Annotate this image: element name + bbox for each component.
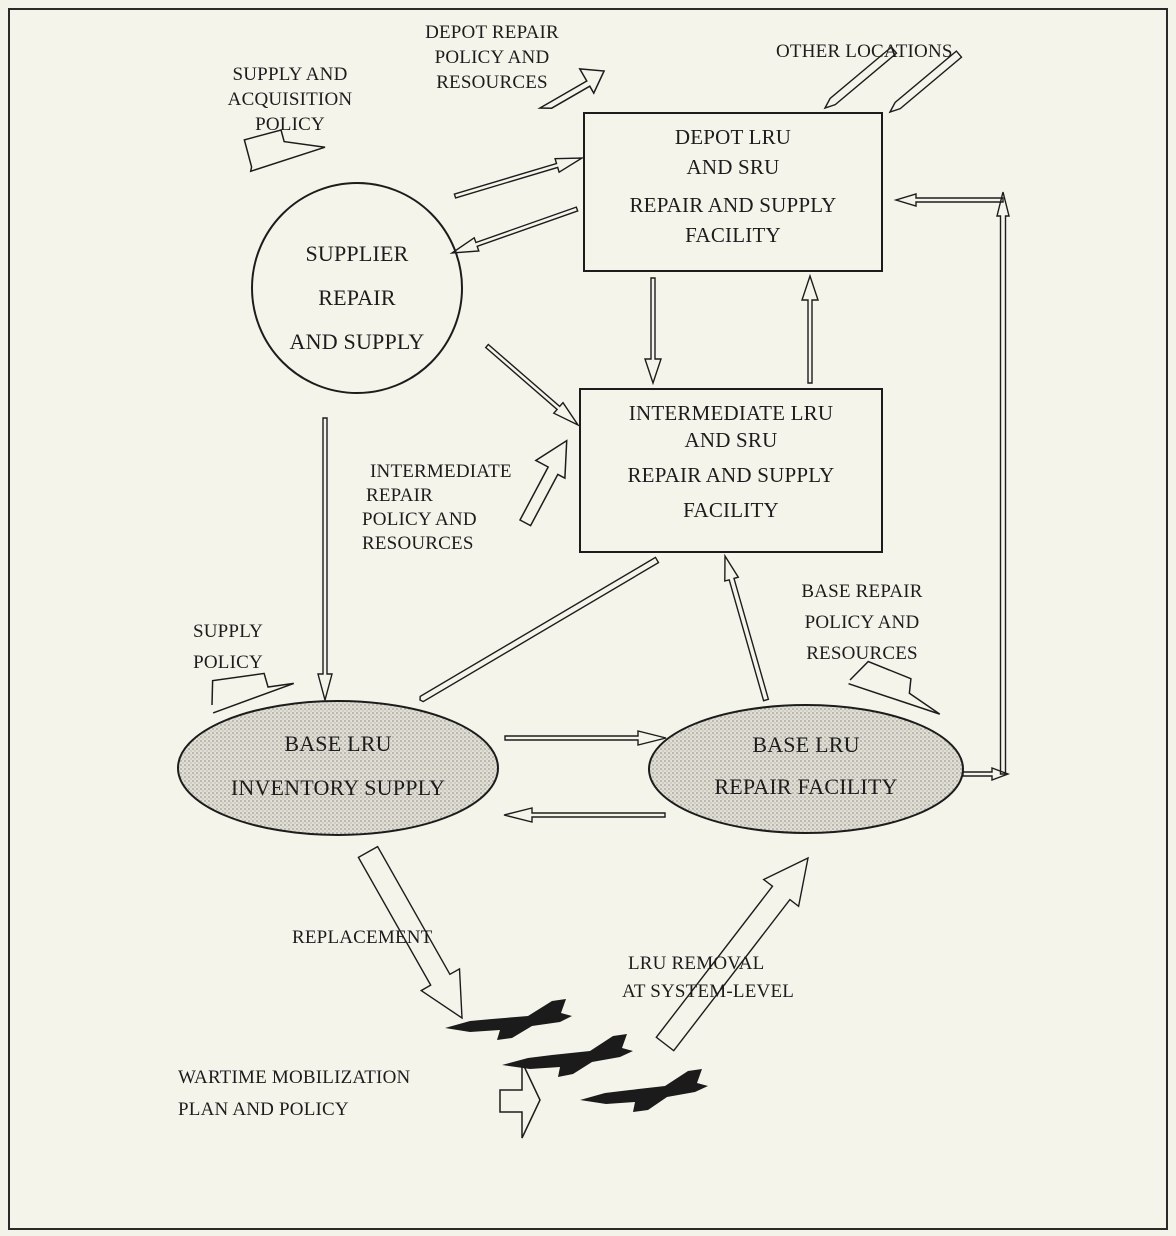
lru-removal-arrow [655,856,809,1052]
base-repair-policy-line-3: RESOURCES [806,643,918,664]
intermediate-label: INTERMEDIATE LRU AND SRU REPAIR AND SUPP… [580,400,882,524]
replacement-label: REPLACEMENT [292,927,433,948]
depot-to-supplier-arrow [449,206,579,254]
depot-policy-line-2: POLICY AND [434,47,550,68]
base-repair-label: BASE LRU REPAIR FACILITY [649,724,963,808]
supply-acquisition-label: SUPPLY AND ACQUISITION POLICY [200,62,380,137]
supply-policy-line-2: POLICY [193,652,263,673]
intermediate-policy-input-arrow [518,439,568,527]
base-repair-ellipse [648,704,964,834]
side-up-arrow [996,191,1010,775]
lru-removal-label: LRU REMOVAL AT SYSTEM-LEVEL [622,950,794,1006]
intermediate-line-1: INTERMEDIATE LRU [628,401,834,425]
other-locations-arrow-1 [823,46,898,110]
wartime-line-2: PLAN AND POLICY [178,1099,349,1120]
intermediate-line-2: AND SRU [684,428,778,452]
supply-acquisition-line-1: SUPPLY AND [232,64,348,85]
lru-removal-line-2: AT SYSTEM-LEVEL [622,981,795,1002]
base-repair-policy-input-arrow [848,660,941,715]
intermediate-policy-label: INTERMEDIATE REPAIR POLICY AND RESOURCES [362,460,512,556]
depot-box [583,112,883,272]
intermediate-line-3: REPAIR AND SUPPLY [627,463,835,487]
base-repair-policy-line-2: POLICY AND [804,612,920,633]
wartime-input-arrow [499,1061,541,1139]
intermediate-line-4: FACILITY [683,498,779,522]
base-repair-line-2: REPAIR FACILITY [714,774,898,799]
supplier-to-intermediate-arrow [484,343,581,427]
supplier-to-depot-arrow [453,157,585,199]
depot-to-intermediate-arrow [644,277,662,386]
depot-line-2: AND SRU [686,155,780,179]
fighter-jet-icon [445,999,572,1040]
supplier-circle [251,182,463,394]
intermediate-policy-line-1: INTERMEDIATE [370,461,512,482]
base-repair-policy-line-1: BASE REPAIR [801,581,923,602]
base-inventory-ellipse [177,700,499,836]
supply-acquisition-line-3: POLICY [255,114,325,135]
fighter-jet-icon [580,1069,708,1112]
base-repair-to-base-inventory-arrow [503,807,666,823]
supply-policy-input-arrow [211,672,295,714]
intermediate-to-depot-arrow [801,273,819,384]
base-inventory-line-2: INVENTORY SUPPLY [230,775,446,800]
depot-line-1: DEPOT LRU [674,125,792,149]
intermediate-box [579,388,883,553]
base-inventory-label: BASE LRU INVENTORY SUPPLY [178,722,498,810]
depot-policy-line-1: DEPOT REPAIR [425,22,559,43]
other-locations-label: OTHER LOCATIONS [776,41,953,62]
other-locations-arrow-2 [888,50,963,114]
intermediate-policy-line-2: REPAIR [366,485,434,506]
lru-removal-line-1: LRU REMOVAL [628,953,765,974]
supplier-line-3: AND SUPPLY [289,329,425,354]
depot-policy-label: DEPOT REPAIR POLICY AND RESOURCES [402,20,582,95]
intermediate-policy-line-3: POLICY AND [362,509,477,530]
supplier-to-base-inventory-arrow [317,417,333,703]
base-inventory-to-base-repair-arrow [504,730,667,746]
wartime-line-1: WARTIME MOBILIZATION [178,1067,411,1088]
base-inventory-line-1: BASE LRU [284,731,392,756]
intermediate-policy-line-4: RESOURCES [362,533,474,554]
base-repair-policy-label: BASE REPAIR POLICY AND RESOURCES [772,576,952,669]
supplier-label: SUPPLIER REPAIR AND SUPPLY [252,232,462,364]
supply-policy-line-1: SUPPLY [192,621,264,642]
intermediate-to-base-inventory-arrow [419,556,660,703]
supply-policy-label: SUPPLY POLICY [172,616,284,678]
base-repair-line-1: BASE LRU [752,732,860,757]
supply-acquisition-input-arrow [243,129,326,173]
side-to-depot-arrow [893,193,1004,207]
fighter-jet-icon [502,1034,633,1077]
depot-policy-line-3: RESOURCES [436,72,548,93]
depot-label: DEPOT LRU AND SRU REPAIR AND SUPPLY FACI… [584,122,882,250]
supplier-line-1: SUPPLIER [305,241,409,266]
replacement-arrow [357,845,463,1020]
supplier-line-2: REPAIR [318,285,396,310]
base-repair-to-intermediate-arrow [724,553,770,702]
wartime-label: WARTIME MOBILIZATION PLAN AND POLICY [178,1062,410,1126]
depot-policy-input-arrow [537,68,606,109]
depot-line-4: FACILITY [685,223,781,247]
diagram-frame [8,8,1168,1230]
supply-acquisition-line-2: ACQUISITION [227,89,353,110]
depot-line-3: REPAIR AND SUPPLY [629,193,837,217]
